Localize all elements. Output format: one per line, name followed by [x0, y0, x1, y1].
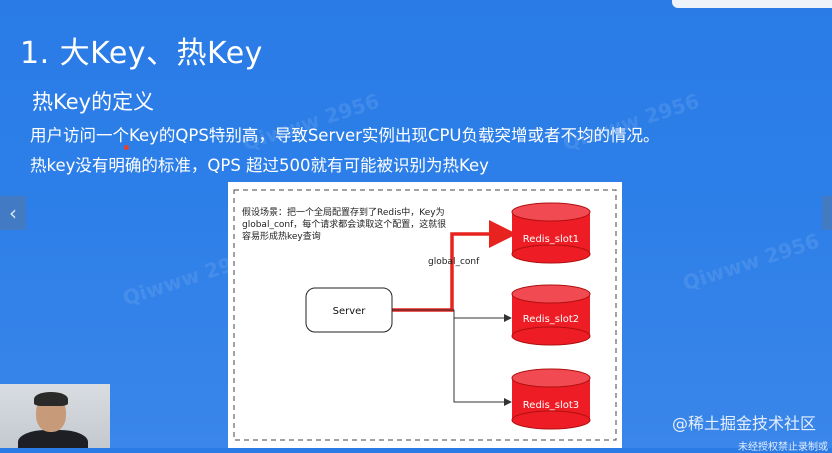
site-watermark: @稀土掘金技术社区	[671, 414, 816, 433]
server-box	[305, 287, 393, 333]
redis-slot1-cylinder: Redis_slot1	[511, 202, 591, 264]
redis-slot2-cylinder: Redis_slot2	[511, 284, 591, 346]
redis-slot1-label: Redis_slot1	[523, 234, 579, 245]
server-label: Server	[333, 306, 367, 317]
hotkey-diagram: 假设场景：把一个全局配置存到了Redis中，Key为 global_conf，每…	[228, 182, 622, 448]
presenter-webcam	[0, 384, 110, 448]
chevron-left-icon: ‹	[9, 201, 17, 225]
redis-slot3-cylinder: Redis_slot3	[511, 368, 591, 430]
note-line-3: 容易形成热key查询	[242, 230, 321, 242]
diagram-svg: 假设场景：把一个全局配置存到了Redis中，Key为 global_conf，每…	[233, 189, 617, 441]
window-corner	[672, 0, 832, 8]
threshold-text: 热key没有明确的标准，QPS 超过500就有可能被识别为热Key	[30, 156, 489, 175]
note-line-2: global_conf，每个请求都会读取这个配置，这就很	[242, 218, 446, 230]
definition-text: 用户访问一个Key的QPS特别高，导致Server实例出现CPU负载突增或者不均…	[30, 126, 660, 145]
pointer-dot	[124, 145, 129, 150]
edge-label: global_conf	[428, 257, 480, 267]
redis-slot3-label: Redis_slot3	[523, 400, 579, 411]
copyright-notice: 未经授权禁止录制或	[738, 442, 828, 453]
prev-slide-button[interactable]: ‹	[0, 196, 26, 230]
note-line-1: 假设场景：把一个全局配置存到了Redis中，Key为	[242, 206, 445, 218]
next-slide-button[interactable]	[822, 196, 832, 230]
faint-watermark: Qiwww 2956	[679, 228, 823, 296]
hot-request-line	[392, 220, 517, 312]
request-line-slot3	[453, 310, 512, 406]
dashed-frame	[233, 189, 617, 441]
redis-slot2-label: Redis_slot2	[523, 314, 579, 325]
slide-title: 1. 大Key、热Key	[20, 36, 263, 71]
scenario-note: 假设场景：把一个全局配置存到了Redis中，Key为 global_conf，每…	[242, 206, 449, 242]
slide-subtitle: 热Key的定义	[32, 90, 155, 114]
